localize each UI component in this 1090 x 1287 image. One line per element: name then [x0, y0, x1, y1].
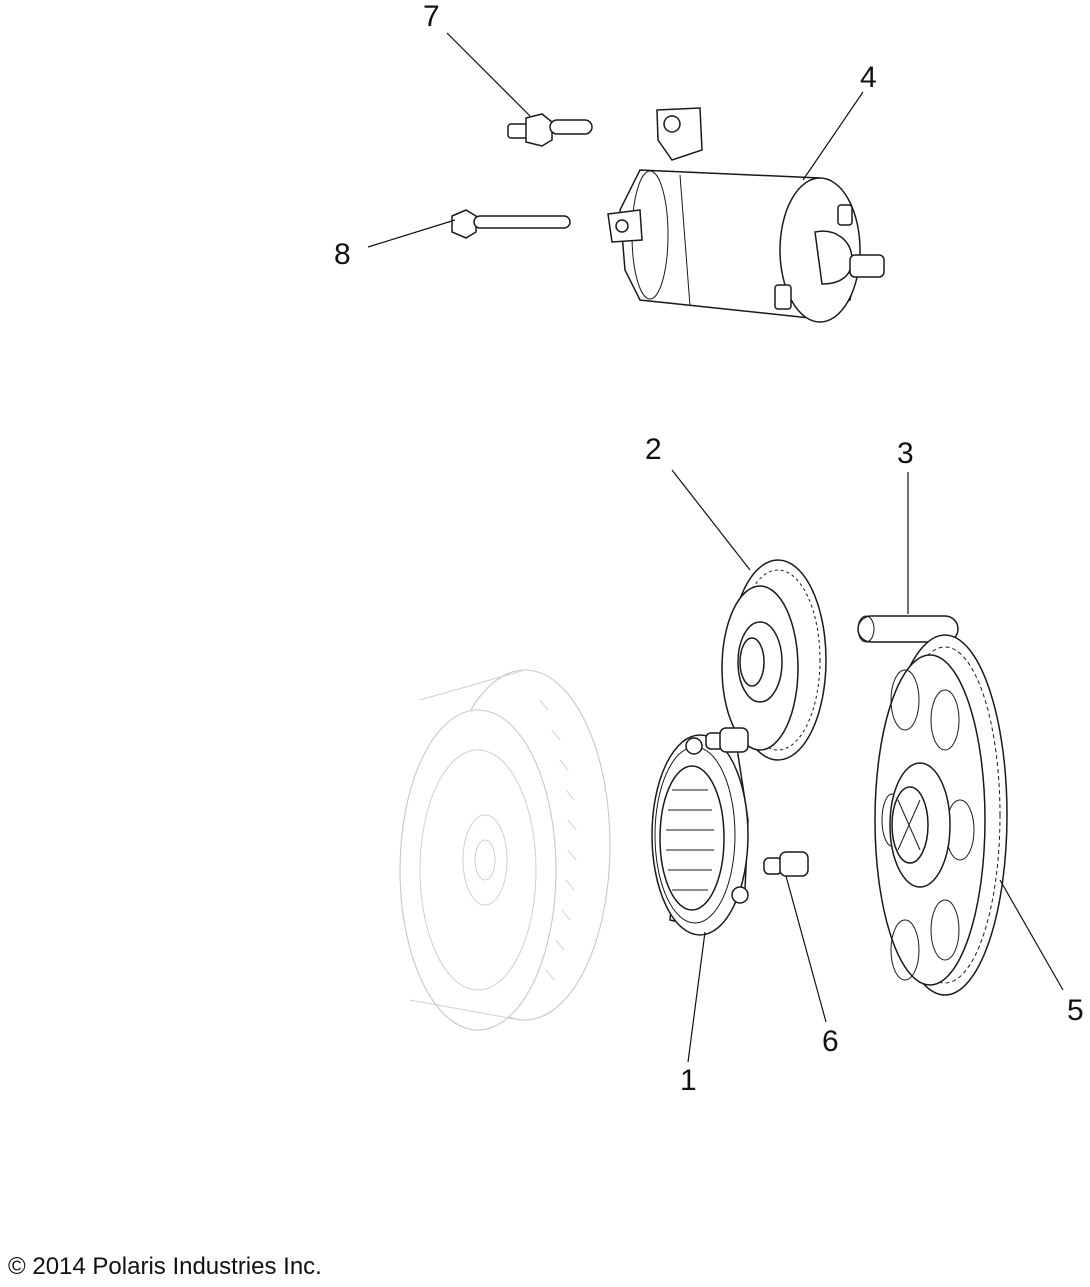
starter-motor-part [607, 107, 885, 323]
idler-gear-part [721, 559, 827, 761]
stud-bolt-part [507, 113, 593, 147]
callout-6: 6 [822, 1025, 839, 1058]
driven-gear-part [874, 634, 1008, 996]
flange-bolt-part [451, 209, 571, 239]
shaft-pin-part [857, 615, 959, 643]
callout-5: 5 [1067, 994, 1084, 1027]
leader-4 [802, 91, 864, 181]
flywheel-reference [399, 669, 611, 1031]
screw-part [705, 727, 809, 877]
leader-8 [367, 219, 456, 248]
leader-6 [785, 875, 827, 1023]
leader-2 [671, 469, 751, 571]
leader-lines [367, 32, 1064, 1063]
callout-1: 1 [680, 1064, 697, 1097]
callout-7: 7 [423, 0, 440, 33]
callout-2: 2 [645, 433, 662, 466]
callout-labels: 7 4 8 2 3 5 6 1 [334, 0, 1084, 1097]
starter-clutch-part [651, 734, 749, 936]
leader-5 [999, 879, 1064, 991]
leader-7 [446, 32, 531, 117]
callout-4: 4 [860, 61, 877, 94]
callout-3: 3 [897, 437, 914, 470]
callout-8: 8 [334, 238, 351, 271]
leader-1 [687, 931, 706, 1063]
copyright-notice: © 2014 Polaris Industries Inc. [8, 1253, 322, 1280]
